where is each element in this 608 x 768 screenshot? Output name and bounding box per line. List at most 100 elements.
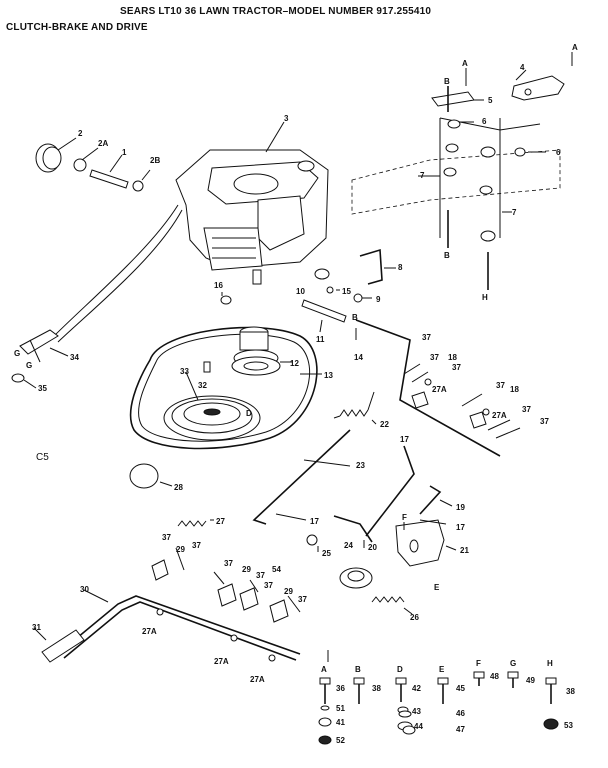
callout-27Aa: 27A	[432, 385, 447, 394]
part-17-link	[365, 445, 415, 537]
callout-17c: 17	[456, 523, 465, 532]
part-5-plate	[431, 91, 475, 107]
part-29-bracket-b	[217, 583, 237, 607]
callout-37b: 37	[430, 353, 439, 362]
letter-B-top: B	[444, 77, 450, 86]
callout-29c: 29	[284, 587, 293, 596]
callout-30: 30	[80, 585, 89, 594]
part-54-bracket	[239, 587, 259, 611]
hardware-bolt-E	[437, 677, 449, 704]
hw-B-letter: B	[355, 665, 361, 674]
callout-7a: 7	[420, 171, 425, 180]
part-22-spring	[333, 391, 375, 419]
hardware-bolt-F	[473, 671, 485, 686]
part-2B-washer	[132, 180, 144, 192]
callout-7b: 7	[512, 208, 517, 217]
hw-D-washer-2: 44	[414, 722, 423, 731]
letter-E: E	[434, 583, 440, 592]
hardware-bolt-H	[545, 677, 557, 704]
letter-G-a: G	[14, 349, 20, 358]
part-18-bracket-lower	[469, 411, 487, 429]
letter-G-b: G	[26, 361, 32, 370]
callout-13: 13	[324, 371, 333, 380]
part-2A-nut	[73, 158, 87, 172]
hw-H-letter: H	[547, 659, 553, 668]
callout-37e: 37	[522, 405, 531, 414]
callout-2A: 2A	[98, 139, 108, 148]
callout-21: 21	[460, 546, 469, 555]
part-16-nut	[220, 295, 232, 305]
hw-A-washer-2: 41	[336, 718, 345, 727]
hw-B-part: 38	[372, 684, 381, 693]
part-15-washer	[326, 286, 334, 294]
hw-A-part: 36	[336, 684, 345, 693]
callout-22: 22	[380, 420, 389, 429]
part-29-bracket-a	[151, 559, 169, 581]
part-33-pulley	[163, 395, 261, 441]
callout-6a: 6	[482, 117, 487, 126]
hw-D-letter: D	[397, 665, 403, 674]
callout-27Ab: 27A	[492, 411, 507, 420]
callout-27Ad: 27A	[214, 657, 229, 666]
letter-A-arrows	[465, 52, 573, 86]
callout-33: 33	[180, 367, 189, 376]
hardware-bolt-D	[395, 677, 407, 702]
hw-F-letter: F	[476, 659, 481, 668]
hw-F-part: 48	[490, 672, 499, 681]
callout-27: 27	[216, 517, 225, 526]
callout-14: 14	[354, 353, 363, 362]
part-8-link	[359, 248, 383, 285]
hardware-bolt-A	[319, 677, 331, 704]
hw-E-washer-1: 46	[456, 709, 465, 718]
callout-12: 12	[290, 359, 299, 368]
part-13-belt	[129, 326, 318, 450]
callout-2: 2	[78, 129, 83, 138]
part-2-pulley	[35, 143, 62, 173]
callout-37f: 37	[540, 417, 549, 426]
callout-37h: 37	[192, 541, 201, 550]
callout-18b: 18	[510, 385, 519, 394]
part-18-bracket-upper	[411, 391, 429, 409]
callout-15: 15	[342, 287, 351, 296]
hw-A-letter: A	[321, 665, 327, 674]
part-31-handle	[41, 629, 85, 663]
callout-37i: 37	[224, 559, 233, 568]
part-28-clip	[129, 463, 159, 489]
callout-11: 11	[316, 335, 325, 344]
hw-E-part: 45	[456, 684, 465, 693]
letter-F: F	[402, 513, 407, 522]
part-1-shaft	[89, 169, 129, 189]
part-27A-pins	[156, 378, 490, 662]
part-7-frame	[351, 117, 561, 238]
callout-25: 25	[322, 549, 331, 558]
callout-37l: 37	[264, 581, 273, 590]
letter-A-right: A	[572, 43, 578, 52]
part-11-rod	[301, 299, 347, 323]
callout-5: 5	[488, 96, 493, 105]
callout-8: 8	[398, 263, 403, 272]
part-24-pulley	[339, 567, 373, 589]
part-8-bolts	[447, 86, 489, 290]
part-25-bolt	[306, 534, 318, 546]
callout-17b: 17	[310, 517, 319, 526]
part-32-key	[203, 361, 211, 373]
hw-G-letter: G	[510, 659, 516, 668]
callout-3: 3	[284, 114, 289, 123]
callout-32: 32	[198, 381, 207, 390]
part-14-rod	[355, 319, 501, 457]
callout-29b: 29	[242, 565, 251, 574]
letter-B-bottom: B	[444, 251, 450, 260]
part-27-spring	[177, 520, 207, 527]
callout-24: 24	[344, 541, 353, 550]
part-9-washer	[353, 293, 363, 303]
callout-18a: 18	[448, 353, 457, 362]
callout-26: 26	[410, 613, 419, 622]
callout-4: 4	[520, 63, 525, 72]
callout-37a: 37	[422, 333, 431, 342]
callout-27Ae: 27A	[250, 675, 265, 684]
letter-H: H	[482, 293, 488, 302]
callout-2B: 2B	[150, 156, 160, 165]
callout-35: 35	[38, 384, 47, 393]
callout-37d: 37	[496, 381, 505, 390]
callout-16: 16	[214, 281, 223, 290]
